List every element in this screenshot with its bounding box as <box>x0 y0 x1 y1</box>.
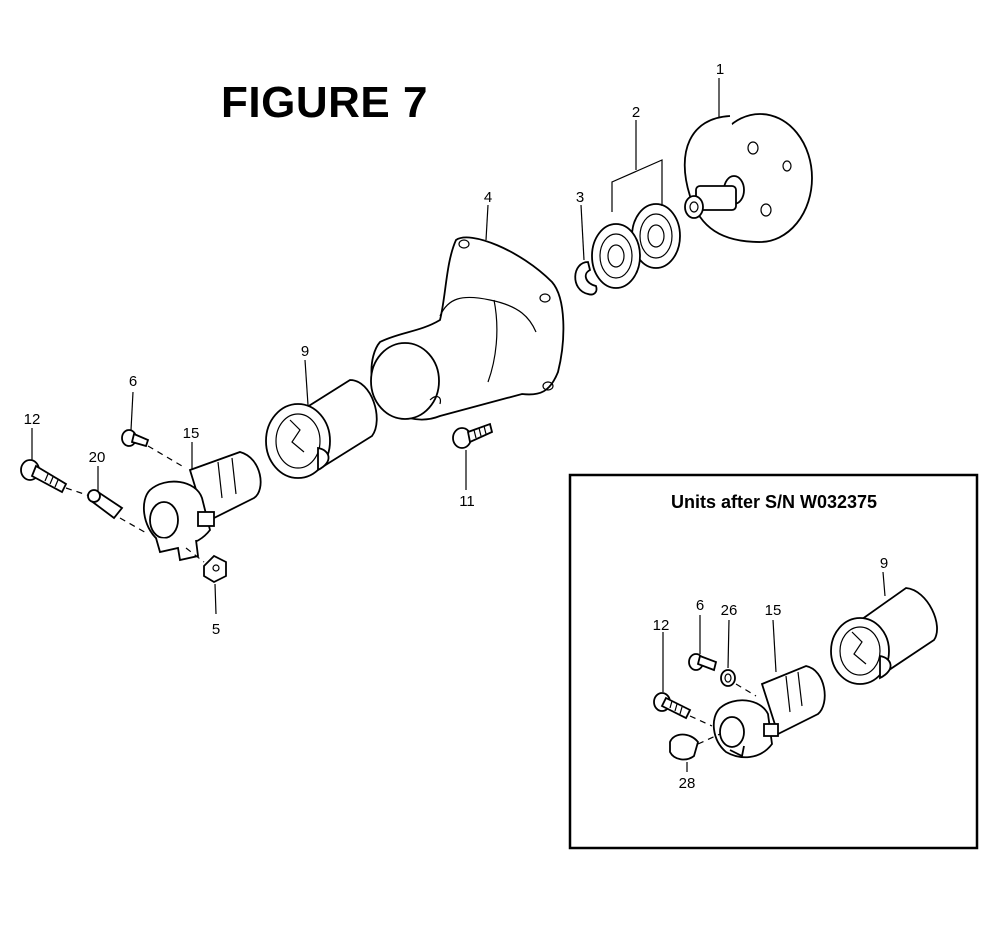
figure-title: FIGURE 7 <box>221 78 428 127</box>
part-4-gear-housing <box>370 236 565 421</box>
callout-9: 9 <box>301 343 309 360</box>
inset-part-6-screw <box>688 653 718 672</box>
inset-part-28-spacer <box>669 733 699 761</box>
callout-3: 3 <box>576 189 584 206</box>
inset-callout-6: 6 <box>696 597 704 614</box>
callout-1: 1 <box>716 61 724 78</box>
part-1-clutch-drum <box>683 113 813 243</box>
callout-4: 4 <box>484 189 492 206</box>
inset-callout-28: 28 <box>679 775 696 792</box>
inset-part-12-bolt <box>653 692 692 720</box>
inset-part-9-sleeve <box>830 587 938 685</box>
callout-11: 11 <box>459 493 475 510</box>
part-12-bolt <box>20 459 68 494</box>
part-5-nut <box>203 554 227 584</box>
inset-box <box>568 473 979 850</box>
callout-15: 15 <box>183 425 200 442</box>
callout-2: 2 <box>632 104 640 121</box>
callout-20: 20 <box>89 449 106 466</box>
part-15-handle-clamp <box>143 451 262 562</box>
inset-callout-9: 9 <box>880 555 888 572</box>
inset-callout-26: 26 <box>721 602 738 619</box>
inset-part-26-washer <box>720 669 736 687</box>
callout-6: 6 <box>129 373 137 390</box>
inset-title: Units after S/N W032375 <box>670 492 878 512</box>
part-9-sleeve <box>265 379 378 479</box>
callout-5: 5 <box>212 621 220 638</box>
part-11-screw <box>452 422 494 449</box>
part-6-screw <box>121 429 150 448</box>
callout-12: 12 <box>24 411 41 428</box>
inset-callout-12: 12 <box>653 617 670 634</box>
part-3-snap-ring <box>574 261 598 296</box>
part-20-pin <box>87 489 124 520</box>
inset-callout-15: 15 <box>765 602 782 619</box>
part-2-bearings <box>591 203 681 289</box>
inset-part-15-handle-clamp <box>712 665 826 759</box>
